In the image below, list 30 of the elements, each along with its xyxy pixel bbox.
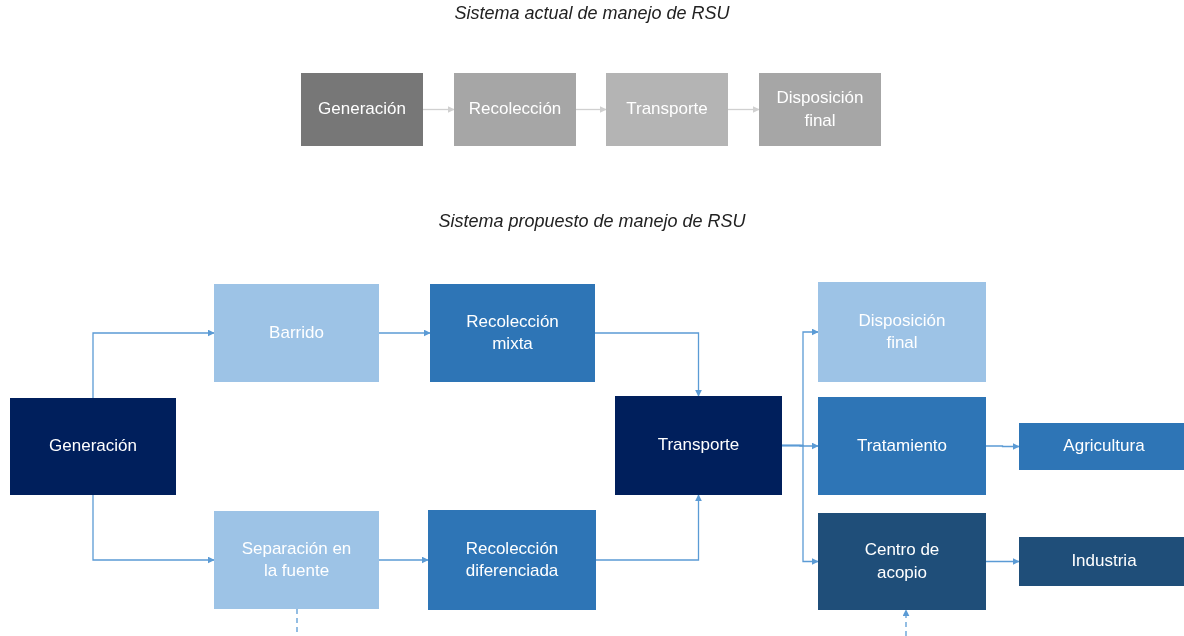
arrow (594, 332, 702, 397)
dashed-arrow (902, 609, 910, 636)
arrow (378, 556, 429, 564)
process-box: Generación (301, 73, 423, 146)
process-box: Industria (1019, 537, 1184, 586)
heading: Sistema actual de manejo de RSU (453, 3, 731, 24)
process-box: Separación en la fuente (214, 511, 379, 609)
arrow (378, 329, 431, 337)
heading: Sistema propuesto de manejo de RSU (437, 211, 747, 232)
process-box: Transporte (615, 396, 782, 495)
process-box: Agricultura (1019, 423, 1184, 470)
arrow (422, 106, 455, 113)
process-box: Generación (10, 398, 176, 495)
process-box: Tratamiento (818, 397, 986, 495)
process-box: Transporte (606, 73, 728, 146)
process-box: Barrido (214, 284, 379, 382)
arrow (985, 558, 1020, 565)
process-box: Disposición final (818, 282, 986, 382)
arrow (92, 494, 215, 564)
arrow (985, 443, 1020, 450)
arrow (92, 329, 215, 399)
process-box: Recolección mixta (430, 284, 595, 382)
arrow (781, 444, 819, 565)
process-box: Recolección (454, 73, 576, 146)
arrow (727, 106, 760, 113)
process-box: Recolección diferenciada (428, 510, 596, 610)
arrow (575, 106, 607, 113)
arrow (595, 494, 702, 561)
process-box: Centro de acopio (818, 513, 986, 610)
process-box: Disposición final (759, 73, 881, 146)
